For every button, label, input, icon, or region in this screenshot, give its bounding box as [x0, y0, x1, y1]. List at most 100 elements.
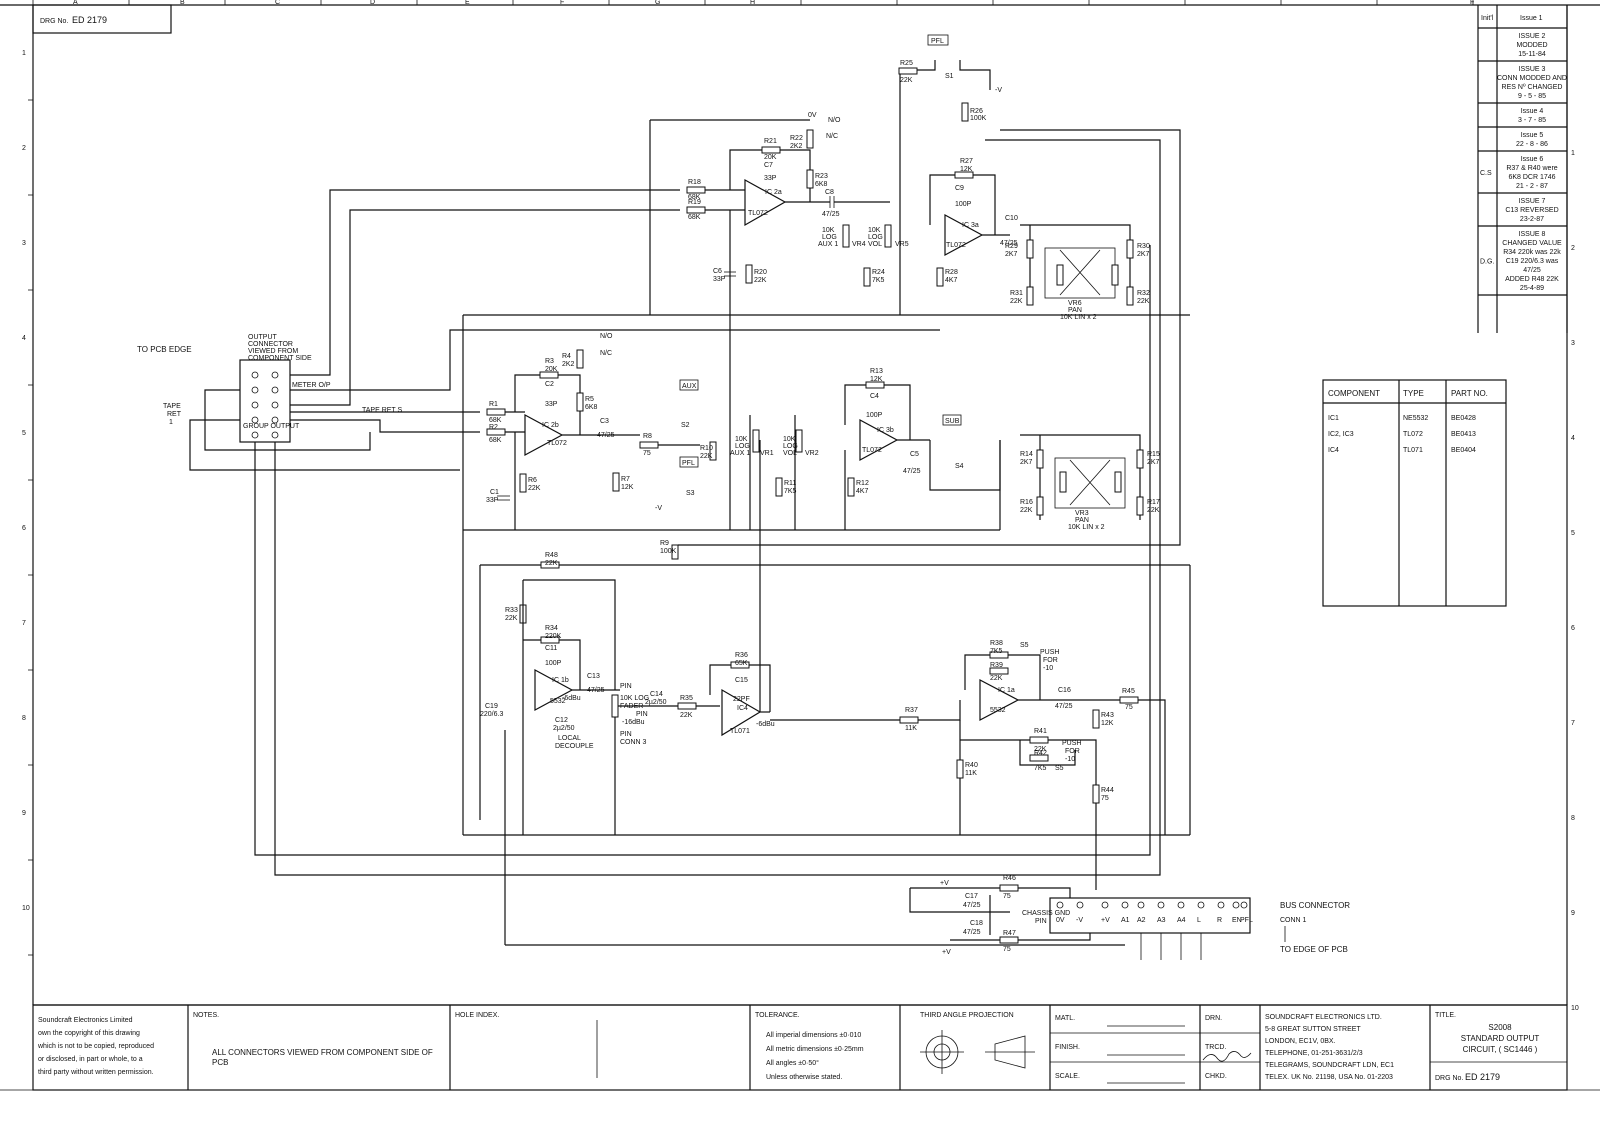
company-line: LONDON, EC1V, 0BX. [1265, 1038, 1336, 1045]
local-decouple-label: LOCAL [558, 735, 581, 742]
r5-value: 6K8 [585, 404, 598, 411]
circuit-wiring: OUTPUT CONNECTOR VIEWED FROM COMPONENT S… [137, 34, 1350, 960]
r29-value: 2K7 [1005, 251, 1018, 258]
r20-value: 22K [754, 277, 767, 284]
no-label: N/O [828, 117, 841, 124]
tolerance-line: All imperial dimensions ±0·010 [766, 1032, 861, 1039]
ic2a-label: IC 2a [765, 189, 782, 196]
row-number: 10 [22, 905, 30, 912]
r44-label: R44 [1101, 787, 1114, 794]
r4-value: 2K2 [562, 361, 575, 368]
bus-pin-label: L [1197, 917, 1201, 924]
title-line: STANDARD OUTPUT [1461, 1034, 1540, 1043]
ic1b-type: 5532 [550, 698, 566, 705]
nc-label: N/C [826, 133, 838, 140]
s5-label-2: S5 [1055, 765, 1064, 772]
ic1a-type: 5532 [990, 707, 1006, 714]
r20-label: R20 [754, 269, 767, 276]
r1-label: R1 [489, 401, 498, 408]
r12-value: 4K7 [856, 488, 869, 495]
copyright-line: Soundcraft Electronics Limited [38, 1017, 133, 1024]
r36-label: R36 [735, 652, 748, 659]
revision-line: C19 220/6.3 was [1506, 258, 1559, 265]
r30-label: R30 [1137, 243, 1150, 250]
signature [1202, 1051, 1252, 1062]
revision-line: 47/25 [1523, 267, 1541, 274]
company-line: TELEX. UK No. 21198, USA No. 01-2203 [1265, 1074, 1393, 1081]
revision-table: Init'l Issue 1 ISSUE 2MODDED15-11-84ISSU… [1477, 5, 1568, 333]
c12-label: C12 [555, 717, 568, 724]
bus-pin [1217, 901, 1225, 909]
revision-line: 21 - 2 - 87 [1516, 183, 1548, 190]
notes-text: PCB [212, 1058, 228, 1067]
plus-v-label-2: +V [942, 949, 951, 956]
row-number: 9 [22, 810, 26, 817]
r33-value: 22K [505, 615, 518, 622]
copyright-line: own the copyright of this drawing [38, 1030, 140, 1037]
s2-label: S2 [681, 422, 690, 429]
company-line: TELEPHONE, 01-251-3631/2/3 [1265, 1050, 1363, 1057]
r41-value: 22K [1034, 746, 1047, 753]
ic3b-label: IC 3b [877, 427, 894, 434]
revision-line: CHANGED VALUE [1502, 240, 1562, 247]
meter-op-label: METER O/P [292, 382, 331, 389]
r13-value: 12K [870, 376, 883, 383]
c15-label: C15 [735, 677, 748, 684]
c19-label: C19 [485, 703, 498, 710]
revision-line: Issue 6 [1521, 156, 1544, 163]
plus-v-label: +V [940, 880, 949, 887]
revision-line: ISSUE 2 [1519, 33, 1546, 40]
r40-value: 11K [965, 770, 977, 777]
fader-label: PIN [620, 731, 632, 738]
c13-value: 47/25 [587, 687, 605, 694]
tolerance-line: All angles ±0·50° [766, 1059, 819, 1067]
r7-value: 12K [621, 484, 634, 491]
c4-label: C4 [870, 393, 879, 400]
vr1-label: 10K [735, 436, 748, 443]
fader-label: PIN [636, 711, 648, 718]
r23-value: 6K8 [815, 181, 828, 188]
bus-connector [1049, 897, 1251, 934]
tolerance-line: Unless otherwise stated. [766, 1074, 842, 1081]
row-number: 6 [22, 525, 26, 532]
column-letter: D [370, 0, 375, 6]
c16-value: 47/25 [1055, 703, 1073, 710]
component-cell: BE0428 [1451, 415, 1476, 422]
revision-initials: C.S [1480, 170, 1492, 177]
r14-value: 2K7 [1020, 459, 1033, 466]
fader-label: PIN [620, 683, 632, 690]
row-number: 1 [22, 50, 26, 57]
c16-label: C16 [1058, 687, 1071, 694]
ic2a-type: TL072 [748, 210, 768, 217]
bus-pin-label: 0V [1056, 917, 1065, 924]
c10-value: 47/25 [1000, 240, 1018, 247]
c14-value: 2µ2/50 [645, 699, 667, 706]
vr6-label: 10K LIN x 2 [1060, 314, 1097, 321]
push-label: FOR [1043, 657, 1058, 664]
dbu-label: -6dBu [562, 695, 581, 702]
column-letter: F [560, 0, 564, 6]
r10-label: R10 [700, 445, 713, 452]
copyright-line: which is not to be copied, reproduced [37, 1043, 154, 1050]
r3-value: 20K [545, 366, 558, 373]
ic4-type: TL071 [730, 728, 750, 735]
r39-label: R39 [990, 662, 1003, 669]
r18-label: R18 [688, 179, 701, 186]
row-number: 7 [1571, 720, 1575, 727]
vr3-label: VR3 [1075, 510, 1089, 517]
c8-value: 47/25 [822, 211, 840, 218]
revision-line: C13 REVERSED [1505, 207, 1558, 214]
drg-label: DRG No. [40, 18, 68, 25]
r8-label: R8 [643, 433, 652, 440]
fader-label: CONN 3 [620, 739, 647, 746]
component-cell: IC4 [1328, 447, 1339, 454]
row-number: 4 [22, 335, 26, 342]
row-number: 3 [22, 240, 26, 247]
column-letter: F [1470, 0, 1474, 6]
revision-line: 23-2-87 [1520, 216, 1544, 223]
row-number: 8 [1571, 815, 1575, 822]
r43-label: R43 [1101, 712, 1114, 719]
title-label: TITLE. [1435, 1012, 1456, 1019]
